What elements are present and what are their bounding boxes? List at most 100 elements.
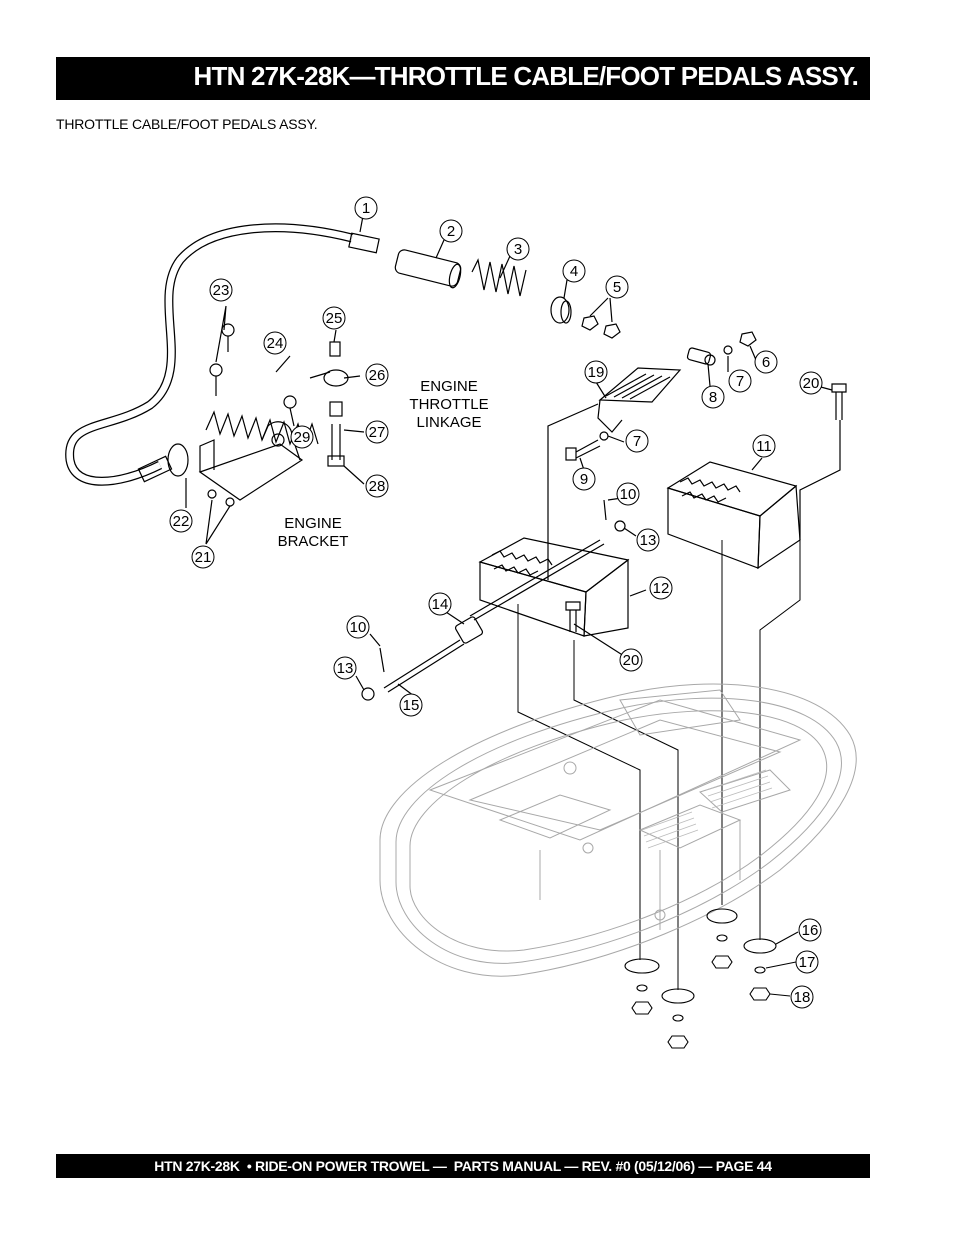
shoulder-bolt xyxy=(331,424,341,460)
callout-label: 5 xyxy=(613,279,621,296)
callout-label: 19 xyxy=(588,364,605,381)
callout-15 xyxy=(399,693,423,717)
callout-label: 3 xyxy=(514,241,522,258)
footer-bar: HTN 27K-28K • RIDE-ON POWER TROWEL — PAR… xyxy=(56,1154,870,1178)
callout-label: 11 xyxy=(756,438,772,455)
callout-22 xyxy=(169,509,193,533)
hex-nut xyxy=(603,323,621,339)
callout-label: 7 xyxy=(736,373,744,390)
callout-label: 21 xyxy=(195,549,212,566)
footer-text: HTN 27K-28K • RIDE-ON POWER TROWEL — PAR… xyxy=(154,1158,772,1174)
nut xyxy=(283,395,297,409)
carriage-bolt xyxy=(565,601,581,632)
callout-7 xyxy=(728,369,752,393)
engine-throttle-linkage-label: THROTTLE xyxy=(409,396,488,413)
callout-26 xyxy=(365,363,389,387)
callout-4 xyxy=(562,259,586,283)
callout-7b xyxy=(625,429,649,453)
callout-label: 29 xyxy=(294,429,311,446)
hex-nut xyxy=(739,331,757,347)
pedal-shaft xyxy=(361,499,626,701)
trowel-frame xyxy=(379,683,857,977)
flat-washer xyxy=(624,958,660,974)
callout-3 xyxy=(506,237,530,261)
callout-5 xyxy=(605,275,629,299)
callout-label: 4 xyxy=(570,263,578,280)
hex-nut xyxy=(749,987,771,1001)
cable-grommet xyxy=(550,296,572,324)
callout-16 xyxy=(798,918,822,942)
lock-washer xyxy=(723,345,733,355)
cable-sleeve xyxy=(394,249,462,289)
callout-10 xyxy=(616,482,640,506)
carriage-bolt xyxy=(799,383,847,540)
callout-13b xyxy=(333,656,357,680)
floor-grate xyxy=(641,769,773,849)
callout-label: 10 xyxy=(350,619,367,636)
engine-throttle-linkage-label: ENGINE xyxy=(420,378,478,395)
flat-washer xyxy=(706,908,738,924)
engine-throttle-linkage-label: LINKAGE xyxy=(416,414,481,431)
ball-joint-stud xyxy=(329,341,341,357)
callout-19 xyxy=(584,360,608,384)
callout-label: 13 xyxy=(640,532,657,549)
pedal-cover-right xyxy=(666,461,801,570)
callout-9 xyxy=(572,467,596,491)
callout-24 xyxy=(263,331,287,355)
callout-1 xyxy=(354,196,378,220)
engine-bracket-label: ENGINE xyxy=(284,515,342,532)
engine-bracket-label: BRACKET xyxy=(278,533,349,550)
callout-label: 9 xyxy=(580,471,588,488)
callout-label: 28 xyxy=(369,478,386,495)
callout-20b xyxy=(619,648,643,672)
callout-28 xyxy=(365,474,389,498)
callout-11 xyxy=(752,434,776,458)
callout-29 xyxy=(290,425,314,449)
callout-label: 20 xyxy=(803,375,820,392)
callout-label: 13 xyxy=(337,660,354,677)
cable-end xyxy=(686,347,712,365)
lock-washer xyxy=(672,1014,684,1022)
callout-8 xyxy=(701,385,725,409)
callout-label: 20 xyxy=(623,652,640,669)
callout-label: 12 xyxy=(653,580,670,597)
callout-17 xyxy=(795,950,819,974)
callout-20 xyxy=(799,371,823,395)
callout-6 xyxy=(754,350,778,374)
callout-label: 15 xyxy=(403,697,420,714)
callout-label: 16 xyxy=(802,922,819,939)
return-spring xyxy=(471,258,527,297)
callout-label: 23 xyxy=(213,282,230,299)
screw xyxy=(209,363,223,377)
pedal-cover-left xyxy=(478,537,630,637)
callout-12 xyxy=(649,576,673,600)
callout-27 xyxy=(365,420,389,444)
callout-2 xyxy=(439,219,463,243)
callout-label: 26 xyxy=(369,367,386,384)
lock-washer xyxy=(716,934,728,942)
callout-label: 22 xyxy=(173,513,190,530)
callout-label: 6 xyxy=(762,354,770,371)
title-bar: HTN 27K-28K—THROTTLE CABLE/FOOT PEDALS A… xyxy=(56,57,870,100)
pivot-bolt xyxy=(565,431,609,461)
hex-nut xyxy=(711,955,733,969)
hex-nut xyxy=(667,1035,689,1049)
callout-label: 2 xyxy=(447,223,455,240)
callout-10b xyxy=(346,615,370,639)
callout-label: 25 xyxy=(326,310,343,327)
callout-label: 7 xyxy=(633,433,641,450)
callout-25 xyxy=(322,306,346,330)
callout-label: 24 xyxy=(267,335,284,352)
lock-washer xyxy=(636,984,648,992)
callout-21 xyxy=(191,545,215,569)
flat-washer xyxy=(661,988,695,1004)
hex-nut xyxy=(581,315,599,331)
foot-pedal xyxy=(547,367,682,580)
callout-23 xyxy=(209,278,233,302)
section-subtitle: THROTTLE CABLE/FOOT PEDALS ASSY. xyxy=(56,116,318,132)
flat-washer xyxy=(743,938,777,954)
callout-label: 17 xyxy=(799,954,816,971)
page-title: HTN 27K-28K—THROTTLE CABLE/FOOT PEDALS A… xyxy=(193,61,859,91)
callout-label: 27 xyxy=(369,424,386,441)
